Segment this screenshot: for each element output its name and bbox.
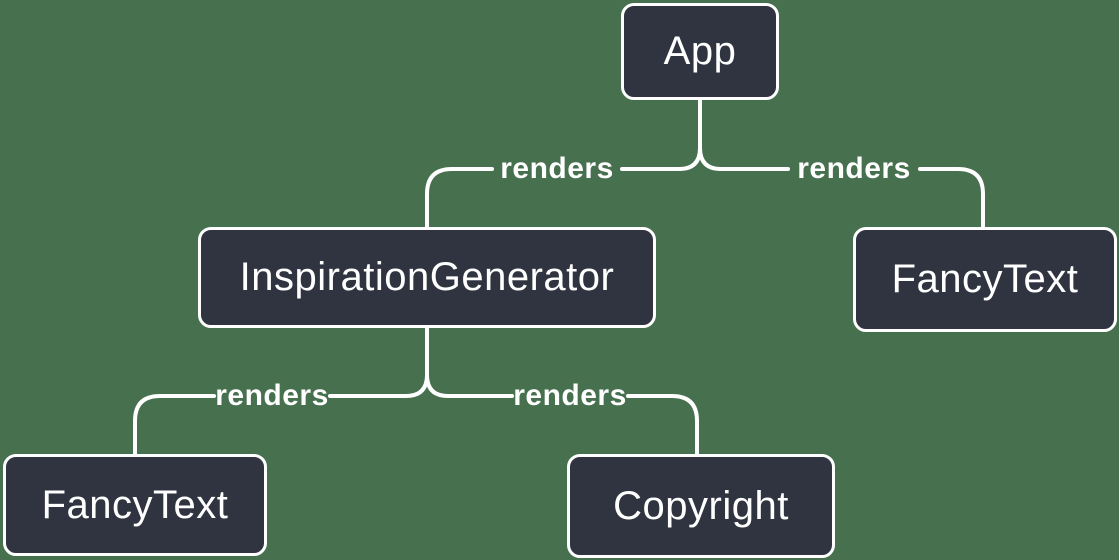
node-fancy-text-bottom: FancyText <box>3 454 267 556</box>
edge-label-renders-app-inspirationgenerator: renders <box>500 152 614 185</box>
node-inspiration-generator-label: InspirationGenerator <box>239 255 615 299</box>
edge-label-renders-inspirationgenerator-fancytext: renders <box>215 379 329 412</box>
edge-app-to-fancytext-line <box>698 146 790 171</box>
node-app-label: App <box>663 29 737 73</box>
edge-app-to-fancytext-elbow-line <box>918 167 985 229</box>
node-copyright: Copyright <box>567 454 835 558</box>
edge-app-to-inspirationgenerator-line <box>620 146 702 171</box>
edge-label-renders-app-fancytext: renders <box>797 152 911 185</box>
edge-app-to-inspirationgenerator-elbow-line <box>425 167 494 229</box>
node-fancy-text-bottom-label: FancyText <box>41 482 229 527</box>
node-app: App <box>621 3 779 100</box>
node-inspiration-generator: InspirationGenerator <box>198 227 656 328</box>
edge-inspirationgenerator-to-copyright-line <box>425 373 514 398</box>
node-copyright-label: Copyright <box>613 483 789 528</box>
node-fancy-text-top: FancyText <box>853 227 1117 332</box>
node-fancy-text-top-label: FancyText <box>891 257 1079 301</box>
edge-label-renders-inspirationgenerator-copyright: renders <box>513 379 627 412</box>
edge-inspirationgenerator-to-copyright-elbow-line <box>626 394 699 456</box>
edge-inspirationgenerator-to-fancytext-line <box>328 373 429 398</box>
edge-inspirationgenerator-to-fancytext-elbow-line <box>133 394 216 456</box>
